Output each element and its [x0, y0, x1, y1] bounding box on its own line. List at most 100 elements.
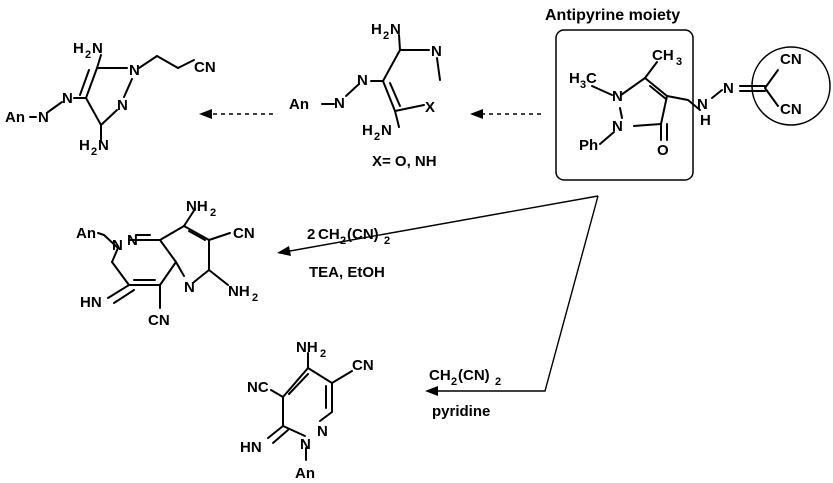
label-n: N	[431, 43, 442, 60]
chemical-bond	[382, 49, 401, 82]
conditions-bottom: CH 2 (CN) 2 pyridine	[429, 367, 501, 420]
reagent-ch: CH	[318, 226, 340, 243]
chemical-bond	[208, 232, 231, 241]
label-n: N	[112, 237, 123, 254]
label-an: An	[76, 225, 96, 242]
chemical-bond	[47, 101, 63, 113]
chemical-bond	[159, 261, 177, 286]
chemical-bond	[394, 110, 400, 128]
chemical-bond	[123, 78, 133, 98]
label-n: N	[300, 436, 311, 453]
chemical-bond	[666, 95, 689, 101]
label-sub3: 3	[676, 56, 682, 68]
label-n: N	[184, 279, 195, 296]
chemical-bond	[183, 225, 210, 241]
label-h2n-n: N	[92, 40, 103, 57]
label-sub2: 2	[374, 131, 380, 143]
reagent-sub2: 2	[340, 235, 346, 247]
label-cn: CN	[233, 225, 255, 242]
chemical-bond	[398, 34, 401, 51]
label-nc: NC	[247, 379, 269, 396]
chemical-bond	[345, 83, 360, 97]
pyridopyridazine-compound: An N N N NH 2 CN NH 2 HN CN	[76, 198, 258, 329]
solvent-middle: TEA, EtOH	[309, 264, 385, 281]
label-sub2: 2	[252, 292, 258, 304]
label-h2n-h: H	[362, 122, 373, 139]
label-cn: CN	[194, 59, 216, 76]
chemical-bond	[177, 59, 195, 69]
chemical-bond	[764, 87, 779, 107]
chemical-bond	[307, 367, 333, 384]
label-nh2: NH	[228, 283, 250, 300]
chemical-bond	[183, 208, 196, 227]
chemical-bond	[188, 230, 206, 241]
chemical-bond	[644, 77, 668, 97]
chemical-bond	[389, 82, 401, 107]
chemical-bond	[394, 104, 425, 112]
reagent-count: 2	[307, 226, 315, 243]
label-hn: HN	[80, 294, 102, 311]
label-hn: HN	[240, 439, 262, 456]
chemical-bond	[331, 370, 353, 384]
chemical-bond	[103, 234, 119, 249]
label-x: X	[425, 99, 435, 116]
label-n: N	[38, 109, 49, 126]
label-sub2: 2	[383, 30, 389, 42]
chemical-bond	[660, 95, 668, 125]
arrow-to-pyridopyridazine	[289, 195, 599, 252]
label-nh2-n: NH	[186, 198, 208, 215]
chemical-bond	[687, 99, 701, 111]
label-sub2: 2	[210, 207, 216, 219]
label-n: N	[129, 62, 140, 79]
aminopyridazine-compound: NH 2 CN NC N N HN An	[240, 339, 374, 482]
label-h2n-n: N	[381, 122, 392, 139]
chemical-bond	[591, 85, 613, 96]
x-substituent-note: X= O, NH	[372, 153, 437, 170]
chemical-bond	[138, 55, 158, 69]
label-cn: CN	[780, 51, 802, 68]
label-h3c-c: C	[586, 70, 597, 87]
chemical-bond	[79, 69, 90, 96]
solvent-bottom: pyridine	[432, 403, 490, 420]
arrowhead	[199, 109, 212, 119]
label-h3c-h: H	[569, 70, 580, 87]
chemical-bond	[159, 239, 177, 263]
antipyrine-moiety-title: Antipyrine moiety	[545, 7, 680, 24]
label-n: N	[612, 88, 623, 105]
label-n: N	[127, 232, 138, 249]
chemical-bond	[100, 109, 118, 126]
label-cn: CN	[352, 357, 374, 374]
label-h2n-h: H	[79, 137, 90, 154]
chemical-bond	[267, 425, 284, 439]
chemical-bond	[649, 85, 667, 100]
label-n: N	[317, 423, 328, 440]
label-n: N	[723, 80, 734, 97]
arrow-to-pyridazine	[438, 195, 599, 392]
label-nh2: NH	[296, 339, 318, 356]
label-n: N	[697, 96, 708, 113]
chemical-bond	[208, 269, 229, 286]
label-sub3: 3	[580, 79, 586, 91]
label-n: N	[334, 95, 345, 112]
chemical-bond	[85, 67, 98, 99]
label-n: N	[357, 72, 368, 89]
chemical-bond	[282, 367, 309, 398]
label-o: O	[657, 142, 669, 159]
label-n: N	[117, 97, 128, 114]
reagent-sub2: 2	[495, 376, 501, 388]
reagent-cn: (CN)	[347, 226, 379, 243]
label-h: H	[700, 112, 711, 129]
label-ph: Ph	[579, 137, 598, 154]
label-sub2: 2	[91, 146, 97, 158]
chemical-bond	[111, 247, 119, 263]
chemical-bond	[107, 284, 130, 299]
conditions-middle: 2 CH 2 (CN) 2 TEA, EtOH	[307, 226, 390, 281]
chemical-bond	[764, 69, 779, 89]
chemical-bond	[85, 97, 102, 126]
label-ch3: CH	[652, 47, 674, 64]
label-cn: CN	[780, 101, 802, 118]
label-h2n-h: H	[73, 40, 84, 57]
chemical-bond	[644, 61, 658, 79]
chemical-bond	[96, 54, 102, 69]
label-cn: CN	[148, 312, 170, 329]
